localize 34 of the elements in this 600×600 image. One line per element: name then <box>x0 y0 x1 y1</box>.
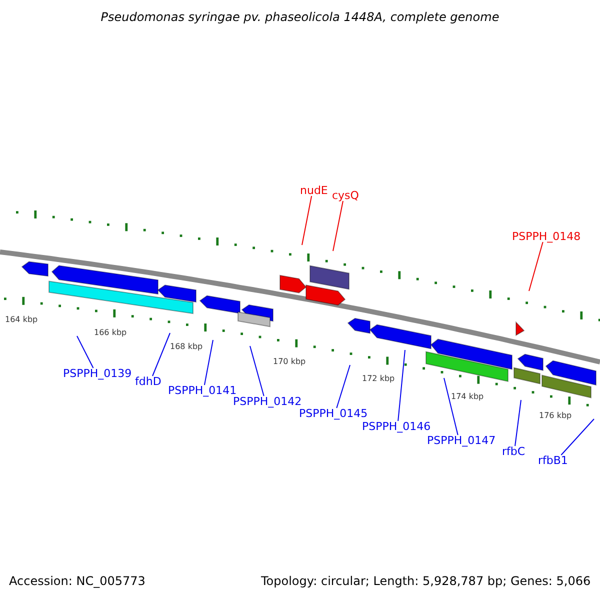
leader-line <box>250 346 264 396</box>
leader-line <box>152 332 170 376</box>
scale-label: 164 kbp <box>5 316 38 324</box>
gene-label: cysQ <box>332 190 359 201</box>
leader-line <box>332 200 344 252</box>
gene-label: rfbC <box>502 446 526 457</box>
gene-label: PSPPH_0145 <box>299 408 368 419</box>
leader-line <box>204 340 214 386</box>
title: Pseudomonas syringae pv. phaseolicola 1448A, complete genome <box>100 11 500 23</box>
gene-label: PSPPH_0148 <box>512 231 581 242</box>
leader-line <box>398 350 406 422</box>
leader-line <box>444 378 458 436</box>
gene-label: PSPPH_0146 <box>362 421 431 432</box>
leader-line <box>528 242 544 292</box>
gene-label: PSPPH_0139 <box>63 368 132 379</box>
scale-label: 166 kbp <box>94 329 127 337</box>
scale-label: 176 kbp <box>539 412 572 420</box>
leader-line <box>302 196 312 246</box>
scale-label: 168 kbp <box>170 343 203 351</box>
accession-text: Accession: NC_005773 <box>9 575 146 587</box>
genome-summary-text: Topology: circular; Length: 5,928,787 bp; Genes: 5,066 <box>261 575 591 587</box>
scale-label: 172 kbp <box>362 375 395 383</box>
leader-line <box>76 336 94 368</box>
gene-label: PSPPH_0147 <box>427 435 496 446</box>
leader-line <box>560 418 594 456</box>
leader-line <box>514 400 522 446</box>
gene-label: nudE <box>300 185 328 196</box>
leader-line <box>336 364 350 408</box>
scale-label: 174 kbp <box>451 393 484 401</box>
gene-label: fdhD <box>135 376 162 387</box>
gene-label: rfbB1 <box>538 455 568 466</box>
gene-label: PSPPH_0142 <box>233 396 302 407</box>
scale-label: 170 kbp <box>273 358 306 366</box>
gene-label: PSPPH_0141 <box>168 385 237 396</box>
